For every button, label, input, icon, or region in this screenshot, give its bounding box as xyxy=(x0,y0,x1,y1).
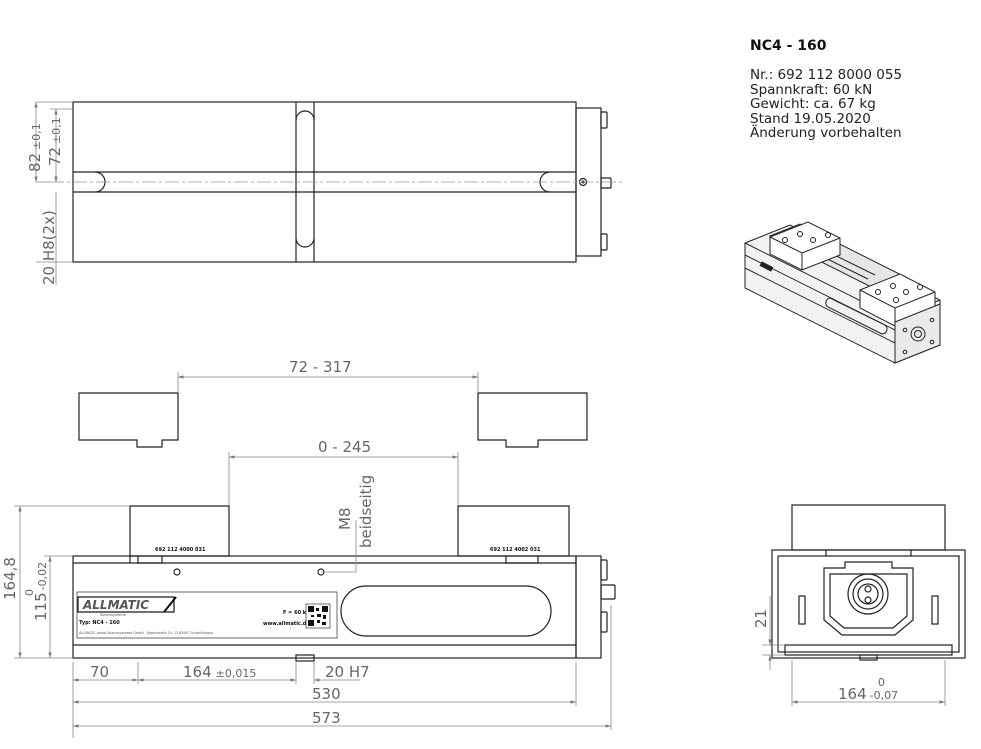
dim-115: 115-0,02 xyxy=(32,562,50,621)
clamping-force: Spannkraft: 60 kN xyxy=(750,81,873,98)
dim-115-tol-upper: 0 xyxy=(23,589,36,596)
dim-164-8: 164,8 xyxy=(1,557,19,600)
qr-code xyxy=(305,603,331,629)
isometric-view xyxy=(744,221,941,364)
plate-force: F = 60 kN xyxy=(283,610,310,616)
thread-note: beidseitig xyxy=(357,475,375,548)
side-view-dimensions xyxy=(762,596,946,706)
dim-573: 573 xyxy=(312,709,341,727)
loose-jaw-right xyxy=(477,392,588,448)
jaw-label-left: 692 112 4000 031 xyxy=(155,547,206,553)
opening-range-label: 0 - 245 xyxy=(318,438,371,456)
name-plate: ALLMATIC Spannsysteme Typ: NC4 - 160 F =… xyxy=(76,591,338,639)
loose-jaw-left xyxy=(78,392,179,448)
thread-label: M8 xyxy=(336,508,354,531)
product-info: NC4 - 160 Nr.: 692 112 8000 055 Spannkra… xyxy=(750,38,902,141)
side-dim-21: 21 xyxy=(752,609,770,628)
plate-web: www.allmatic.de xyxy=(263,621,310,627)
jaw-range-label: 72 - 317 xyxy=(289,358,352,376)
slot-arc-top xyxy=(295,110,315,121)
front-view-dimensions xyxy=(14,505,612,738)
svg-text:ALLMATIC: ALLMATIC xyxy=(82,598,149,612)
plate-type: Typ: NC4 - 160 xyxy=(79,620,120,626)
plate-address: ALLMATIC-Jakob Spannsysteme GmbH · Jäger… xyxy=(79,631,213,635)
spindle-outer xyxy=(847,573,889,615)
allmatic-logo: ALLMATIC Spannsysteme xyxy=(77,596,177,617)
dim-70: 70 xyxy=(90,663,109,681)
jaw-label-right: 692 112 4002 031 xyxy=(490,547,541,553)
product-title: NC4 - 160 xyxy=(750,38,827,54)
side-jaw xyxy=(791,504,946,551)
side-body xyxy=(771,549,966,659)
dim-164: 164±0,015 xyxy=(183,663,256,681)
date: Stand 19.05.2020 xyxy=(750,110,871,127)
slot-arc-bottom xyxy=(295,237,315,248)
dim-82: 82±0,1 xyxy=(26,123,44,172)
side-cavity xyxy=(823,561,914,636)
article-number: Nr.: 692 112 8000 055 xyxy=(750,67,903,83)
window-slot xyxy=(340,585,552,637)
side-view xyxy=(771,504,966,661)
dim-72: 72±0,1 xyxy=(46,117,64,166)
dim-20-h8: 20 H8(2x) xyxy=(40,210,58,285)
end-plate xyxy=(575,555,602,659)
loose-jaws xyxy=(78,392,588,448)
front-view xyxy=(72,505,616,662)
svg-text:Spannsysteme: Spannsysteme xyxy=(100,613,126,617)
weight: Gewicht: ca. 67 kg xyxy=(750,96,876,112)
top-view-dimensions xyxy=(34,101,73,285)
dim-20-h7: 20 H7 xyxy=(325,663,370,681)
side-dim-164: 164-0,07 xyxy=(838,685,898,703)
side-tol-upper: 0 xyxy=(878,676,885,689)
dim-530: 530 xyxy=(312,685,341,703)
change-note: Änderung vorbehalten xyxy=(750,125,902,141)
